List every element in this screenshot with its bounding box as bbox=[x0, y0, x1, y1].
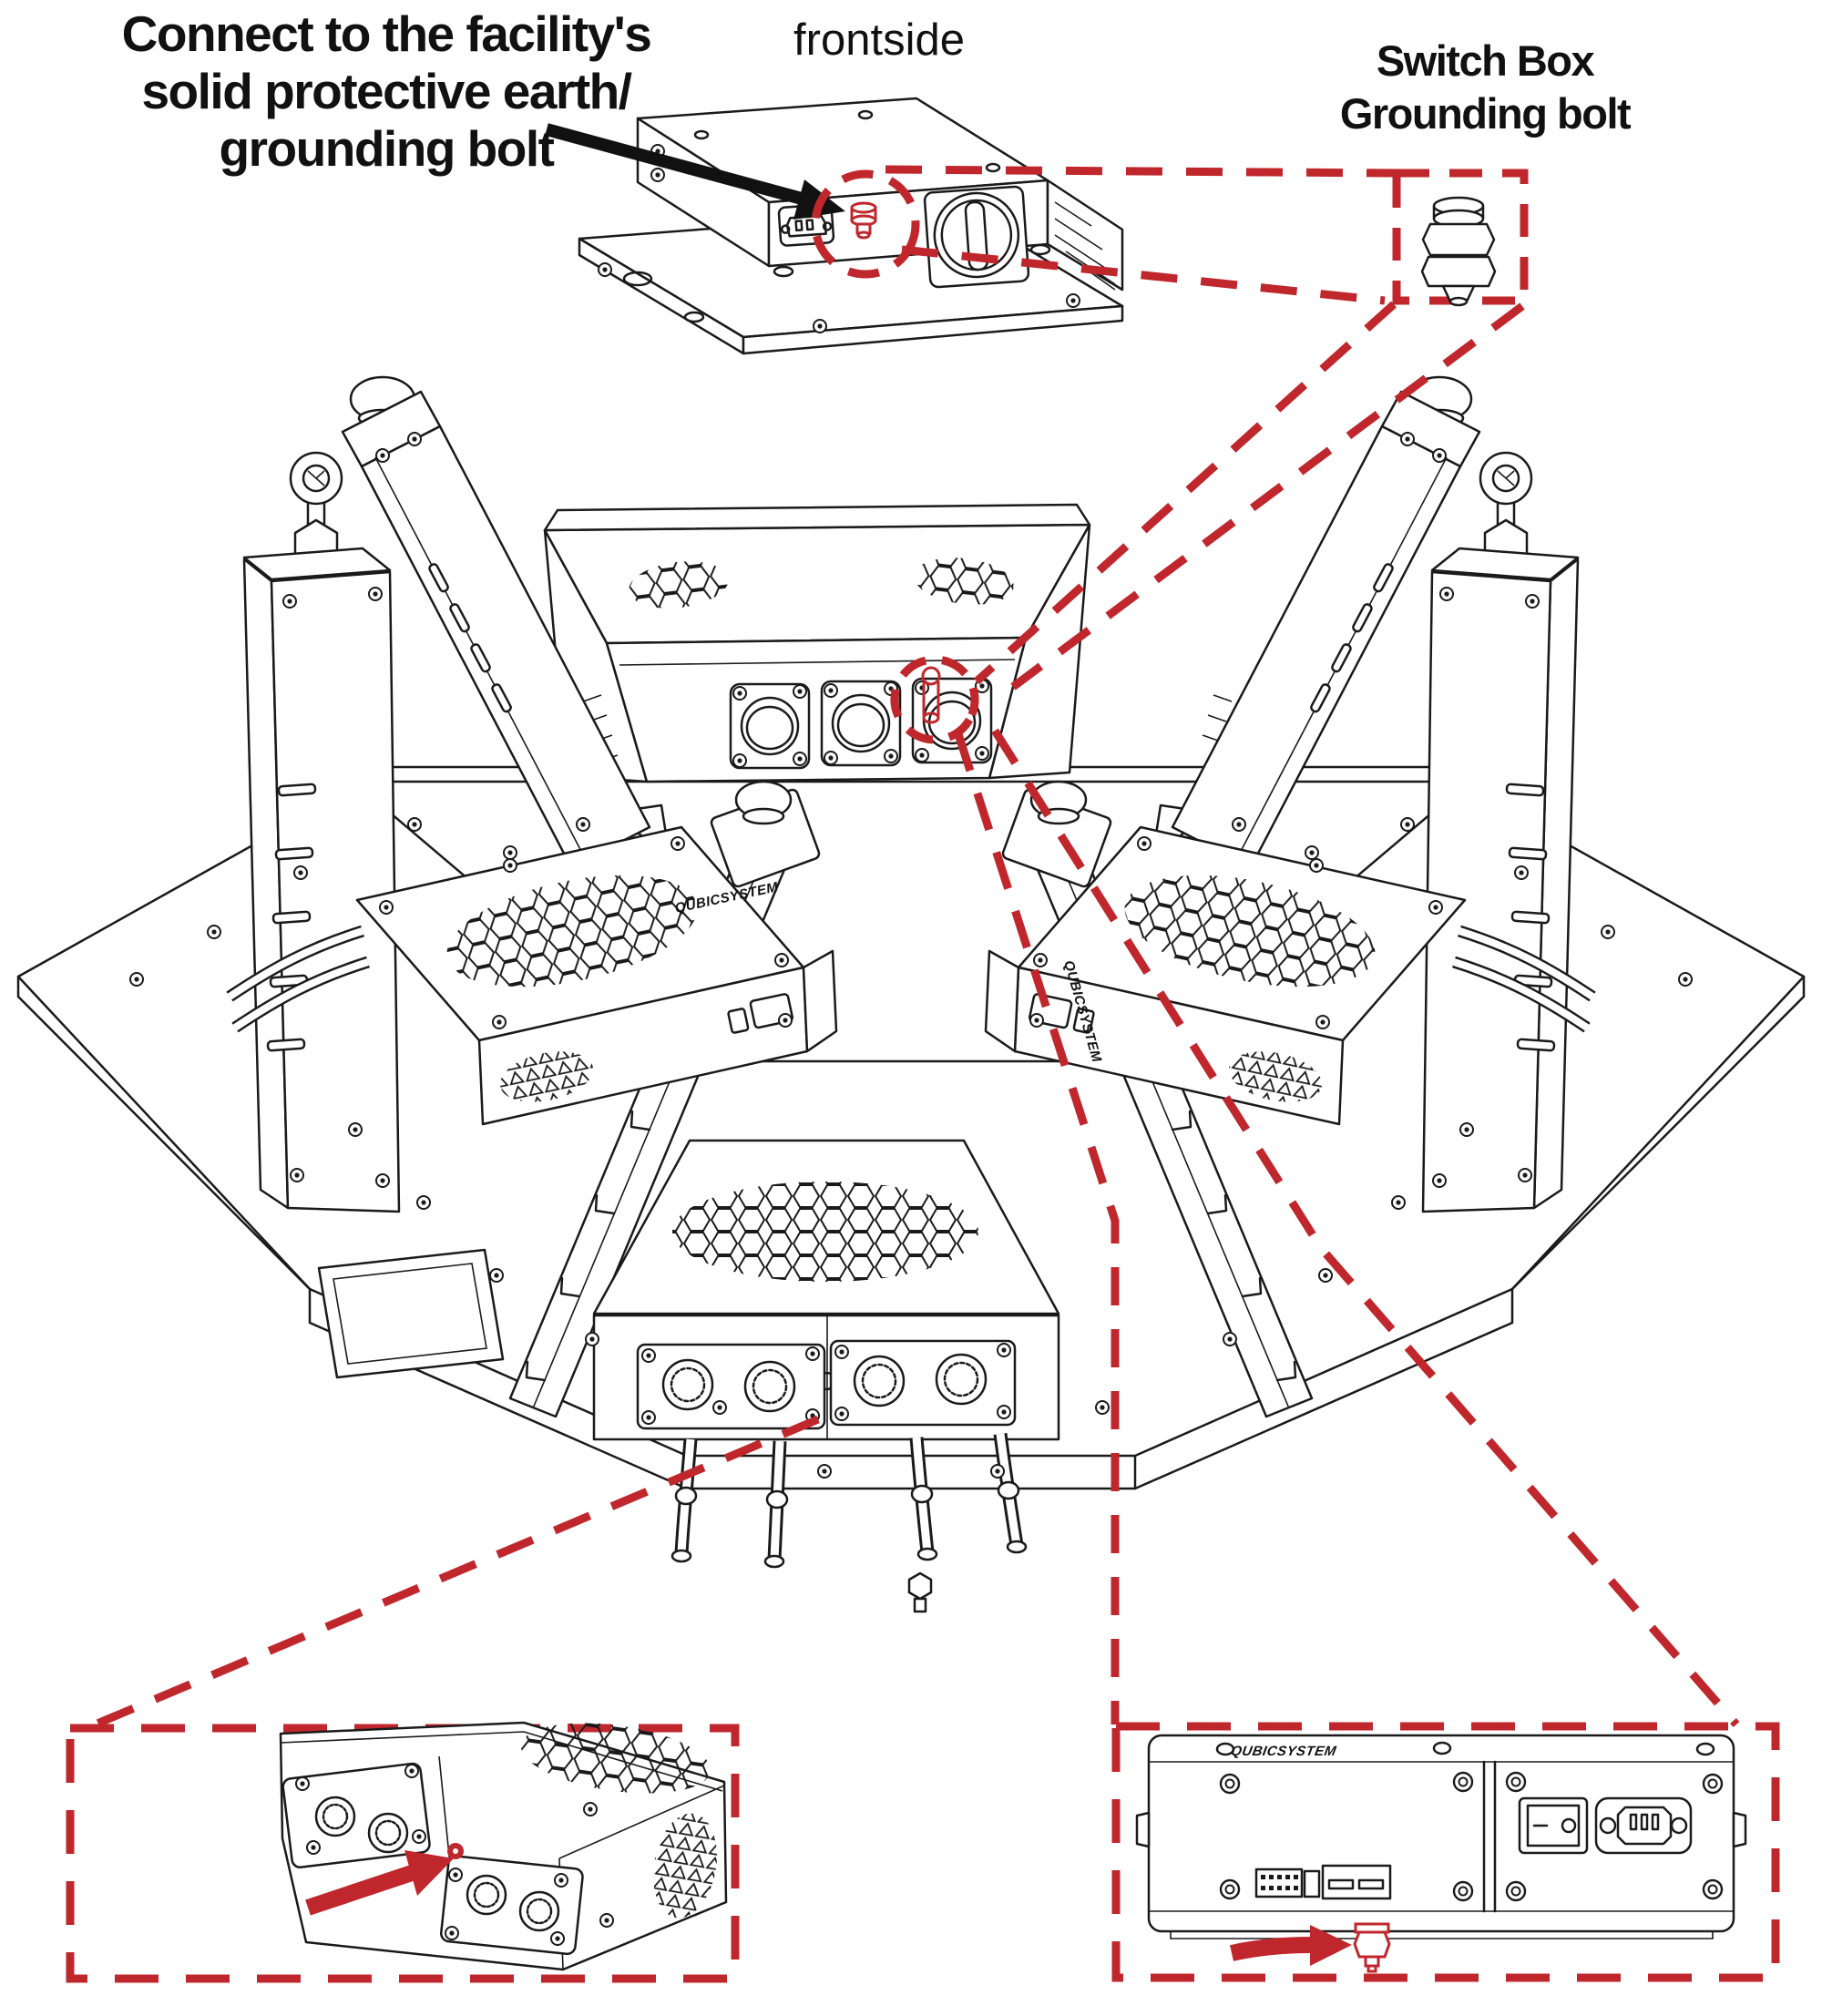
leader-fan-left bbox=[954, 732, 1120, 1724]
iec-inlet-rear-icon bbox=[1594, 1796, 1693, 1855]
amp-ground-arrow bbox=[305, 1850, 454, 1916]
amplifier-right: QUBICSYSTEM bbox=[984, 825, 1467, 1126]
facility-ground-note-line3: grounding bolt bbox=[219, 120, 555, 177]
io-connector-block bbox=[1254, 1864, 1392, 1900]
platform-ground-highlight-circle bbox=[890, 655, 979, 744]
base-cutout bbox=[317, 1248, 505, 1379]
front-bolt bbox=[907, 1571, 933, 1613]
motion-platform-drawing: QUBICSYSTEM QUBICSYSTEM bbox=[16, 375, 1806, 1613]
facility-ground-note: Connect to the facility's solid protecti… bbox=[47, 5, 725, 178]
cables bbox=[670, 1433, 1028, 1569]
facility-ground-note-line2: solid protective earth/ bbox=[141, 63, 632, 119]
platform-connector-2 bbox=[820, 680, 902, 767]
rear-connector-tower bbox=[543, 503, 1233, 783]
leader-fan-right bbox=[991, 728, 1740, 1727]
ground-bolt-highlight-circle bbox=[811, 169, 920, 279]
leader-left-detail bbox=[85, 1415, 820, 1733]
grounding-bolt-red-icon bbox=[850, 201, 877, 240]
facility-ground-note-line1: Connect to the facility's bbox=[121, 5, 652, 62]
leader-diag-1 bbox=[973, 301, 1397, 685]
platform-connector-1 bbox=[729, 682, 811, 770]
rotary-switch-icon bbox=[923, 185, 1030, 289]
cable-connectors bbox=[661, 1353, 988, 1413]
plate-hole bbox=[622, 271, 653, 287]
switchbox-ground-note: Switch Box Grounding bolt bbox=[1266, 35, 1704, 140]
amp-detail-frame bbox=[66, 1724, 740, 1983]
grounding-bolt-detail-icon bbox=[1420, 196, 1497, 307]
side-tab-right bbox=[1732, 1811, 1747, 1848]
actuator-left-outer bbox=[242, 451, 401, 1213]
amp-detail-drawing bbox=[279, 1721, 728, 1971]
switchbox-rear-detail-drawing: QUBICSYSTEM bbox=[1135, 1734, 1747, 1973]
plate-hole2 bbox=[683, 311, 705, 323]
side-tab-left bbox=[1135, 1811, 1151, 1848]
amplifier-bottom bbox=[592, 1139, 1060, 1569]
switchbox-ground-note-line1: Switch Box bbox=[1376, 36, 1595, 85]
leader-bottom bbox=[901, 245, 1386, 305]
leader-diag-2 bbox=[1010, 302, 1525, 691]
vent-hatch bbox=[1054, 201, 1116, 291]
switchbox-detail-frame bbox=[1111, 1722, 1780, 1982]
switchbox-vent-face bbox=[1046, 179, 1124, 292]
switchbox-ground-note-line2: Grounding bolt bbox=[1339, 89, 1632, 138]
frontside-caption: frontside bbox=[793, 15, 965, 65]
platform-ground-stud-red-icon bbox=[921, 666, 941, 724]
switchbox-ground-bolt-red bbox=[1353, 1922, 1391, 1973]
actuator-left-inner bbox=[341, 375, 651, 869]
actuator-right-outer bbox=[1421, 451, 1580, 1213]
side-cables bbox=[226, 925, 1596, 1033]
frontside-switchbox-drawing bbox=[578, 97, 1124, 355]
actuator-right-inner bbox=[1171, 375, 1481, 869]
mounting-plate-edge2 bbox=[742, 304, 1124, 355]
brand-logo-switchbox: QUBICSYSTEM bbox=[1230, 1744, 1337, 1759]
leader-top bbox=[885, 165, 1397, 178]
amplifier-left: QUBICSYSTEM bbox=[355, 825, 838, 1126]
switchbox-ground-arrow bbox=[1230, 1925, 1352, 1966]
power-switch-icon bbox=[1518, 1796, 1589, 1855]
